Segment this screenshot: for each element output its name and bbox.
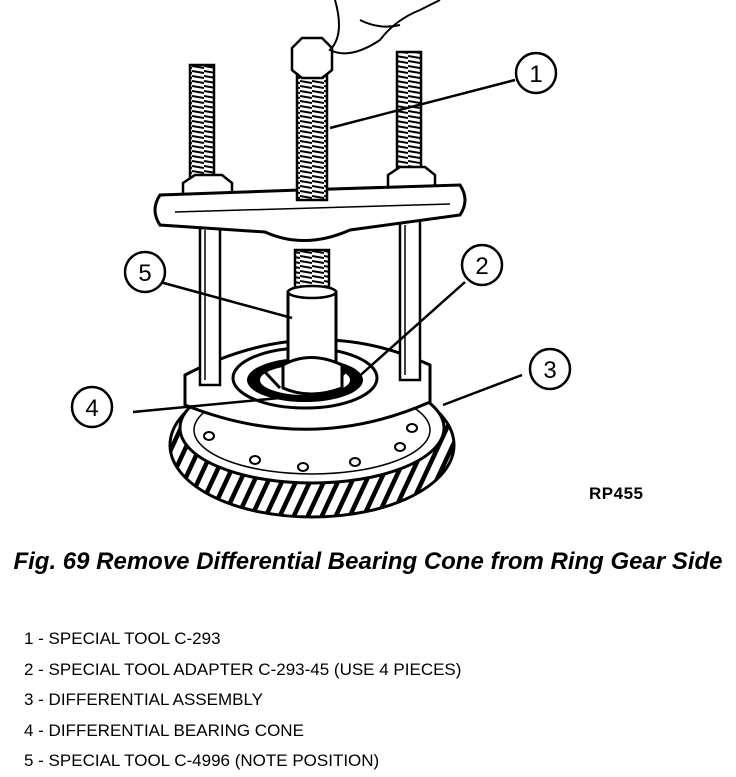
hand-sketch [328, 0, 441, 55]
callout-2: 2 [460, 243, 504, 287]
adapter-c4996 [281, 284, 344, 396]
legend-item: 4 - DIFFERENTIAL BEARING CONE [24, 720, 304, 740]
puller-illustration: 1 2 3 4 5 [70, 0, 572, 519]
svg-text:3: 3 [543, 357, 556, 384]
callout-1: 1 [514, 51, 558, 95]
center-screw [290, 36, 334, 297]
legend-item: 5 - SPECIAL TOOL C-4996 (NOTE POSITION) [24, 751, 380, 770]
svg-text:1: 1 [529, 61, 542, 88]
callout-4: 4 [70, 385, 114, 429]
legend-item: 3 - DIFFERENTIAL ASSEMBLY [24, 690, 264, 709]
legend-list: 1 - SPECIAL TOOL C-293 2 - SPECIAL TOOL … [24, 624, 461, 777]
svg-text:2: 2 [475, 253, 488, 280]
cross-beam [153, 183, 467, 242]
threaded-rods [188, 50, 423, 387]
figure-caption: Fig. 69 Remove Differential Bearing Cone… [13, 548, 723, 575]
legend-item: 2 - SPECIAL TOOL ADAPTER C-293-45 (USE 4… [24, 659, 462, 679]
svg-text:4: 4 [85, 395, 98, 422]
callout-5: 5 [123, 250, 167, 294]
figure-code: RP455 [589, 484, 644, 503]
leader-lines [132, 78, 523, 414]
svg-text:5: 5 [138, 260, 151, 287]
callout-3: 3 [528, 347, 572, 391]
legend-item: 1 - SPECIAL TOOL C-293 [24, 629, 221, 648]
gear-bolt-holes [203, 423, 418, 472]
